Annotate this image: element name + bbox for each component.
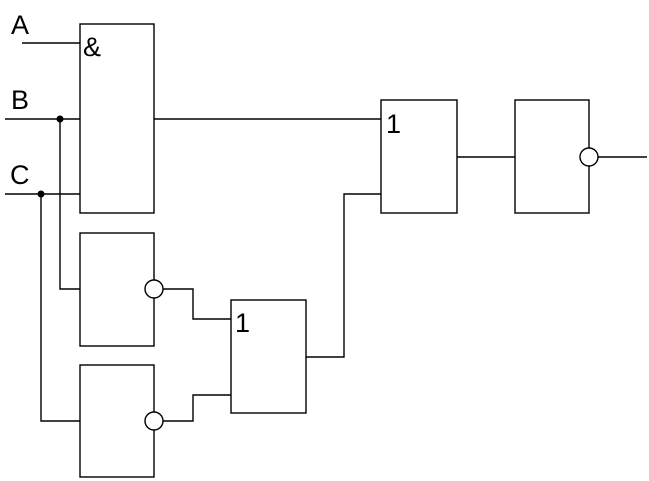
- not-gate-1: [79, 232, 155, 347]
- junction-dot-b: [56, 115, 64, 123]
- or-gate-1: [230, 299, 307, 414]
- not-gate-output: [514, 99, 590, 214]
- wire-not2-to-or1: [163, 394, 231, 422]
- not-gate-2: [79, 364, 155, 478]
- input-label-c: C: [10, 160, 30, 190]
- and-gate: [79, 23, 155, 214]
- or-gate-2: [380, 99, 458, 214]
- wire-not1-to-or1: [163, 288, 231, 320]
- input-label-b: B: [11, 85, 29, 115]
- and-gate-symbol: &: [83, 32, 101, 62]
- or-gate-1-symbol: 1: [235, 308, 250, 338]
- wire-or1-to-or2: [306, 193, 381, 358]
- junction-dot-c: [37, 190, 45, 198]
- not-gate-1-bubble: [144, 279, 164, 299]
- wire-b-to-not1: [59, 119, 80, 290]
- input-label-a: A: [11, 10, 29, 40]
- not-gate-2-bubble: [144, 411, 164, 431]
- or-gate-2-symbol: 1: [386, 109, 401, 139]
- not-gate-output-bubble: [579, 147, 599, 167]
- wire-c-to-not2: [40, 194, 80, 422]
